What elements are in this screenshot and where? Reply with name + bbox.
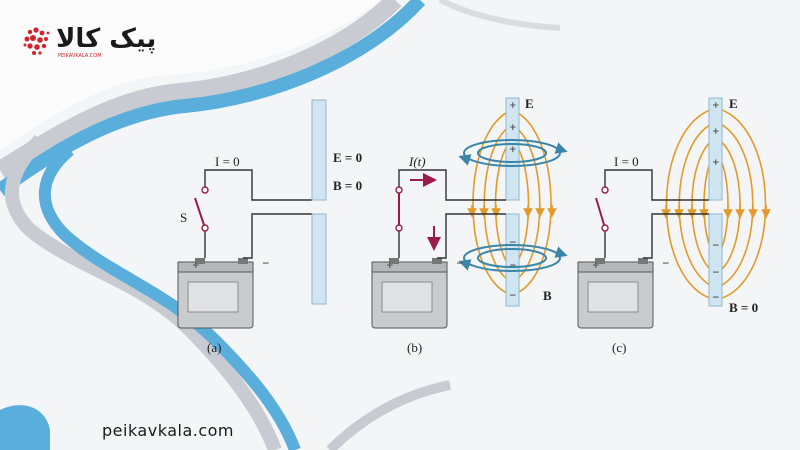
logo-tagline: PEIKAVKALA.COM (58, 53, 102, 59)
field-e-label-c: E (729, 96, 738, 111)
panel-b: + + + − − − + − I(t) E B (b) (371, 96, 568, 355)
current-label-a: I = 0 (215, 154, 240, 169)
svg-text:+: + (509, 101, 517, 111)
svg-text:+: + (712, 158, 720, 168)
field-e-label-a: E = 0 (333, 150, 362, 165)
efield-lines-b (467, 109, 557, 296)
brand-logo: پیک کالا PEIKAVKALA.COM (23, 24, 156, 59)
background-waves (0, 0, 561, 450)
battery-minus-b: − (456, 259, 464, 269)
svg-text:−: − (509, 261, 517, 271)
battery-plus-c: + (592, 261, 600, 271)
panel-c: + + + − − − + − I = 0 E B = 0 (c) (577, 96, 771, 355)
current-label-c: I = 0 (614, 154, 639, 169)
field-b-label-c: B = 0 (729, 300, 758, 315)
svg-text:−: − (509, 238, 517, 248)
plate-charges-c: + + + − − − (712, 101, 720, 303)
caption-b: (b) (407, 340, 422, 355)
battery-minus-c: − (662, 259, 670, 269)
current-label-b: I(t) (408, 154, 426, 169)
battery-plus-a: + (192, 261, 200, 271)
svg-text:−: − (509, 291, 517, 301)
panel-a: + − I = 0 S E = 0 B = 0 (a) (177, 99, 362, 355)
logo-dots-icon (23, 27, 50, 55)
svg-text:−: − (712, 268, 720, 278)
svg-text:+: + (509, 145, 517, 155)
svg-text:−: − (712, 241, 720, 251)
svg-text:+: + (712, 127, 720, 137)
svg-text:−: − (712, 293, 720, 303)
bfield-loops-b (458, 139, 568, 272)
battery-plus-b: + (386, 261, 394, 271)
field-b-label-b: B (543, 288, 552, 303)
field-e-label-b: E (525, 96, 534, 111)
svg-text:+: + (712, 101, 720, 111)
caption-a: (a) (207, 340, 221, 355)
svg-text:+: + (509, 123, 517, 133)
website-url: peikavkala.com (102, 421, 234, 440)
caption-c: (c) (612, 340, 626, 355)
plate-charges-b: + + + − − − (509, 101, 517, 301)
switch-label: S (180, 210, 187, 225)
field-b-label-a: B = 0 (333, 178, 362, 193)
logo-text: پیک کالا (56, 24, 156, 54)
battery-minus-a: − (262, 259, 270, 269)
